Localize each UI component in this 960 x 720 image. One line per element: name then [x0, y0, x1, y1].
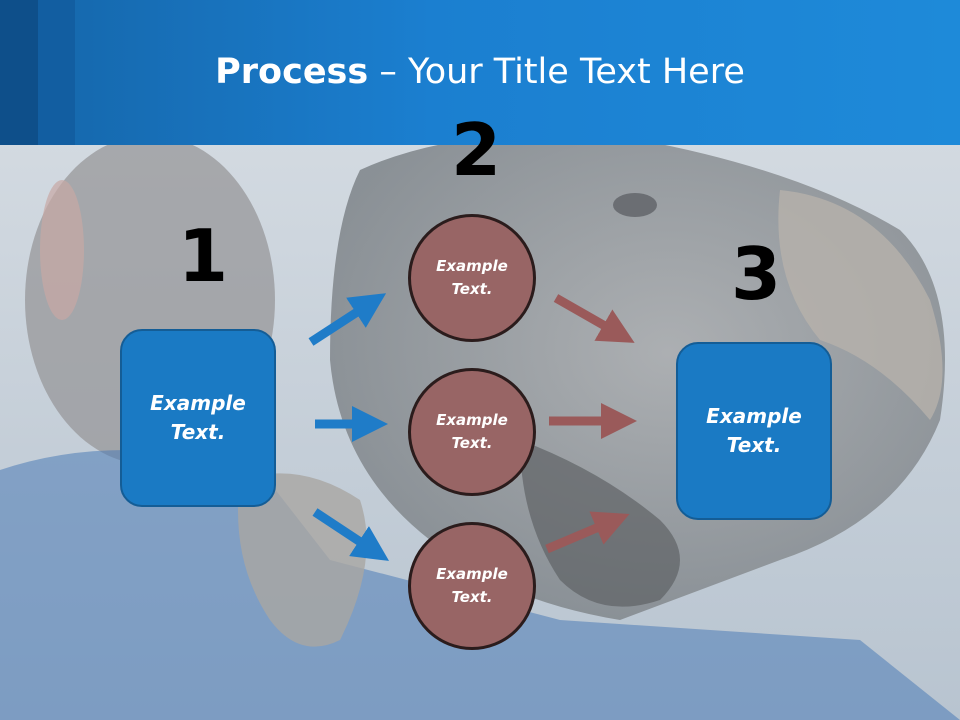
arrow-left-to-bottom: [312, 508, 390, 561]
circle-node-top[interactable]: Example Text.: [408, 214, 536, 342]
right-process-box[interactable]: Example Text.: [676, 342, 832, 520]
arrow-bottom-to-right: [545, 511, 630, 554]
step-number-1: 1: [178, 214, 229, 298]
slide-title[interactable]: Process – Your Title Text Here: [0, 52, 960, 92]
circle-top-text: Example Text.: [436, 257, 508, 298]
header-bar: Process – Your Title Text Here: [0, 0, 960, 145]
circle-middle-text: Example Text.: [436, 411, 508, 452]
title-rest: – Your Title Text Here: [368, 52, 745, 92]
circle-bottom-text: Example Text.: [436, 565, 508, 606]
circle-node-middle[interactable]: Example Text.: [408, 368, 536, 496]
arrow-top-to-right: [553, 294, 635, 343]
arrow-left-to-top: [308, 293, 387, 346]
step-number-2: 2: [451, 108, 502, 192]
step-number-3: 3: [731, 232, 782, 316]
header-accent-band: [0, 0, 38, 145]
title-bold: Process: [215, 52, 369, 92]
right-box-text: Example Text.: [706, 404, 802, 457]
left-process-box[interactable]: Example Text.: [120, 329, 276, 507]
header-accent-band-2: [38, 0, 75, 145]
left-box-text: Example Text.: [150, 391, 246, 444]
circle-node-bottom[interactable]: Example Text.: [408, 522, 536, 650]
